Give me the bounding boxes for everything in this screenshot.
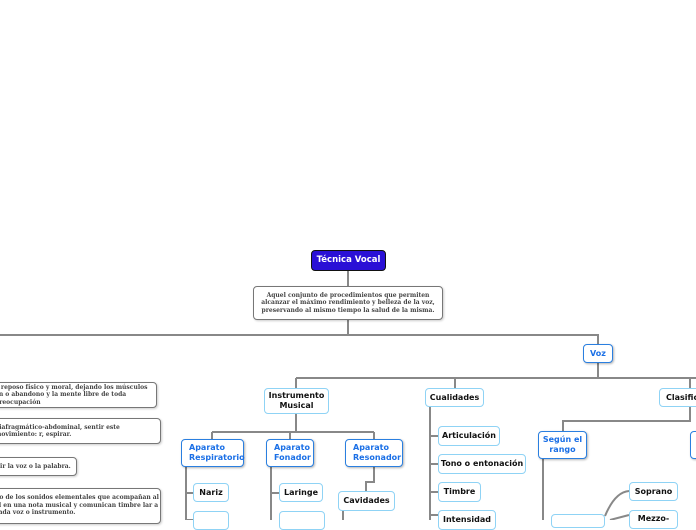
voz-node[interactable]: Voz [583,344,613,363]
rango-node[interactable]: Según el rango [538,431,587,459]
intensidad-node[interactable]: Intensidad [438,510,496,530]
node-cut[interactable] [193,511,229,530]
cualidades-node[interactable]: Cualidades [425,388,484,407]
node-cut[interactable] [551,514,605,528]
articulacion-node[interactable]: Articulación [438,426,500,446]
nariz-node[interactable]: Nariz [193,483,229,502]
root-node[interactable]: Técnica Vocal [311,250,386,271]
tono-node[interactable]: Tono o entonación [438,454,526,474]
definition-node[interactable]: Aquel conjunto de procedimientos que per… [253,286,443,320]
soprano-node[interactable]: Soprano [629,482,678,501]
node-cut[interactable] [690,431,696,459]
laringe-node[interactable]: Laringe [279,483,323,502]
instrumento-node[interactable]: Instrumento Musical [264,388,329,414]
note-node[interactable]: diafragmático-abdominal, sentir este mov… [0,418,161,444]
fonador-node[interactable]: Aparato Fonador [266,439,314,467]
note-node[interactable]: e reposo físico y moral, dejando los mús… [0,382,157,408]
note-node[interactable]: itir la voz o la palabra. [0,457,77,476]
resonador-node[interactable]: Aparato Resonador [345,439,403,467]
timbre-node[interactable]: Timbre [438,482,481,502]
note-node[interactable]: no de los sonidos elementales que acompa… [0,488,161,524]
clasificacion-node[interactable]: Clasific [659,388,696,407]
node-cut[interactable] [279,511,325,530]
cavidades-node[interactable]: Cavidades [338,491,395,511]
respiratorio-node[interactable]: Aparato Respiratorio [181,439,245,467]
